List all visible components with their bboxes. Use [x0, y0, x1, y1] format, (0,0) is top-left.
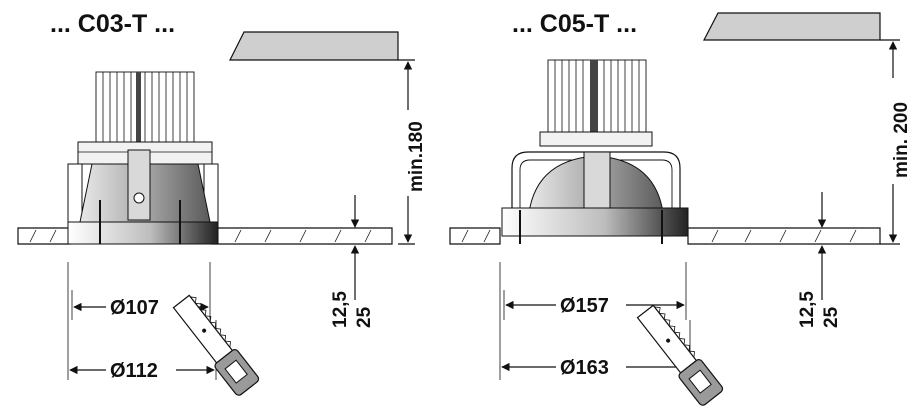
thickness-a-c05: 12,5 — [797, 291, 818, 328]
housing-c03 — [67, 141, 219, 245]
thickness-b-c03: 25 — [354, 306, 375, 328]
inner-diameter-c05: Ø157 — [560, 295, 609, 317]
housing-c05 — [501, 131, 689, 244]
height-label-c05: min. 200 — [891, 102, 912, 178]
inner-diameter-c03: Ø107 — [110, 297, 159, 319]
luminaire-c03: ... C03-T ... — [17, 10, 427, 396]
thickness-b-c05: 25 — [821, 306, 842, 328]
thickness-a-c03: 12,5 — [330, 291, 351, 328]
panel-thickness-c05: 12,5 25 — [797, 192, 842, 328]
height-dimension-c05: min. 200 — [880, 39, 912, 245]
height-dimension-c03: min.180 — [398, 59, 427, 245]
heatsink-c05 — [547, 59, 647, 133]
diameter-dimensions-c03: Ø107 Ø112 — [67, 262, 217, 382]
outer-diameter-c03: Ø112 — [110, 360, 158, 382]
saw-icon-c05 — [636, 304, 724, 406]
luminaire-c05: ... C05-T ... — [449, 10, 912, 406]
height-label-c03: min.180 — [406, 121, 427, 192]
outer-diameter-c05: Ø163 — [560, 357, 609, 379]
ceiling-panel-c05 — [449, 227, 881, 245]
heatsink-c03 — [95, 71, 195, 143]
ceiling-slab-c05 — [703, 12, 881, 41]
ceiling-slab-c03 — [229, 31, 399, 61]
model-title-c03: ... C03-T ... — [50, 10, 175, 38]
saw-icon-c03 — [172, 294, 260, 396]
panel-thickness-c03: 12,5 25 — [330, 195, 375, 328]
model-title-c05: ... C05-T ... — [512, 10, 637, 38]
diameter-dimensions-c05: Ø157 Ø163 — [499, 262, 691, 380]
